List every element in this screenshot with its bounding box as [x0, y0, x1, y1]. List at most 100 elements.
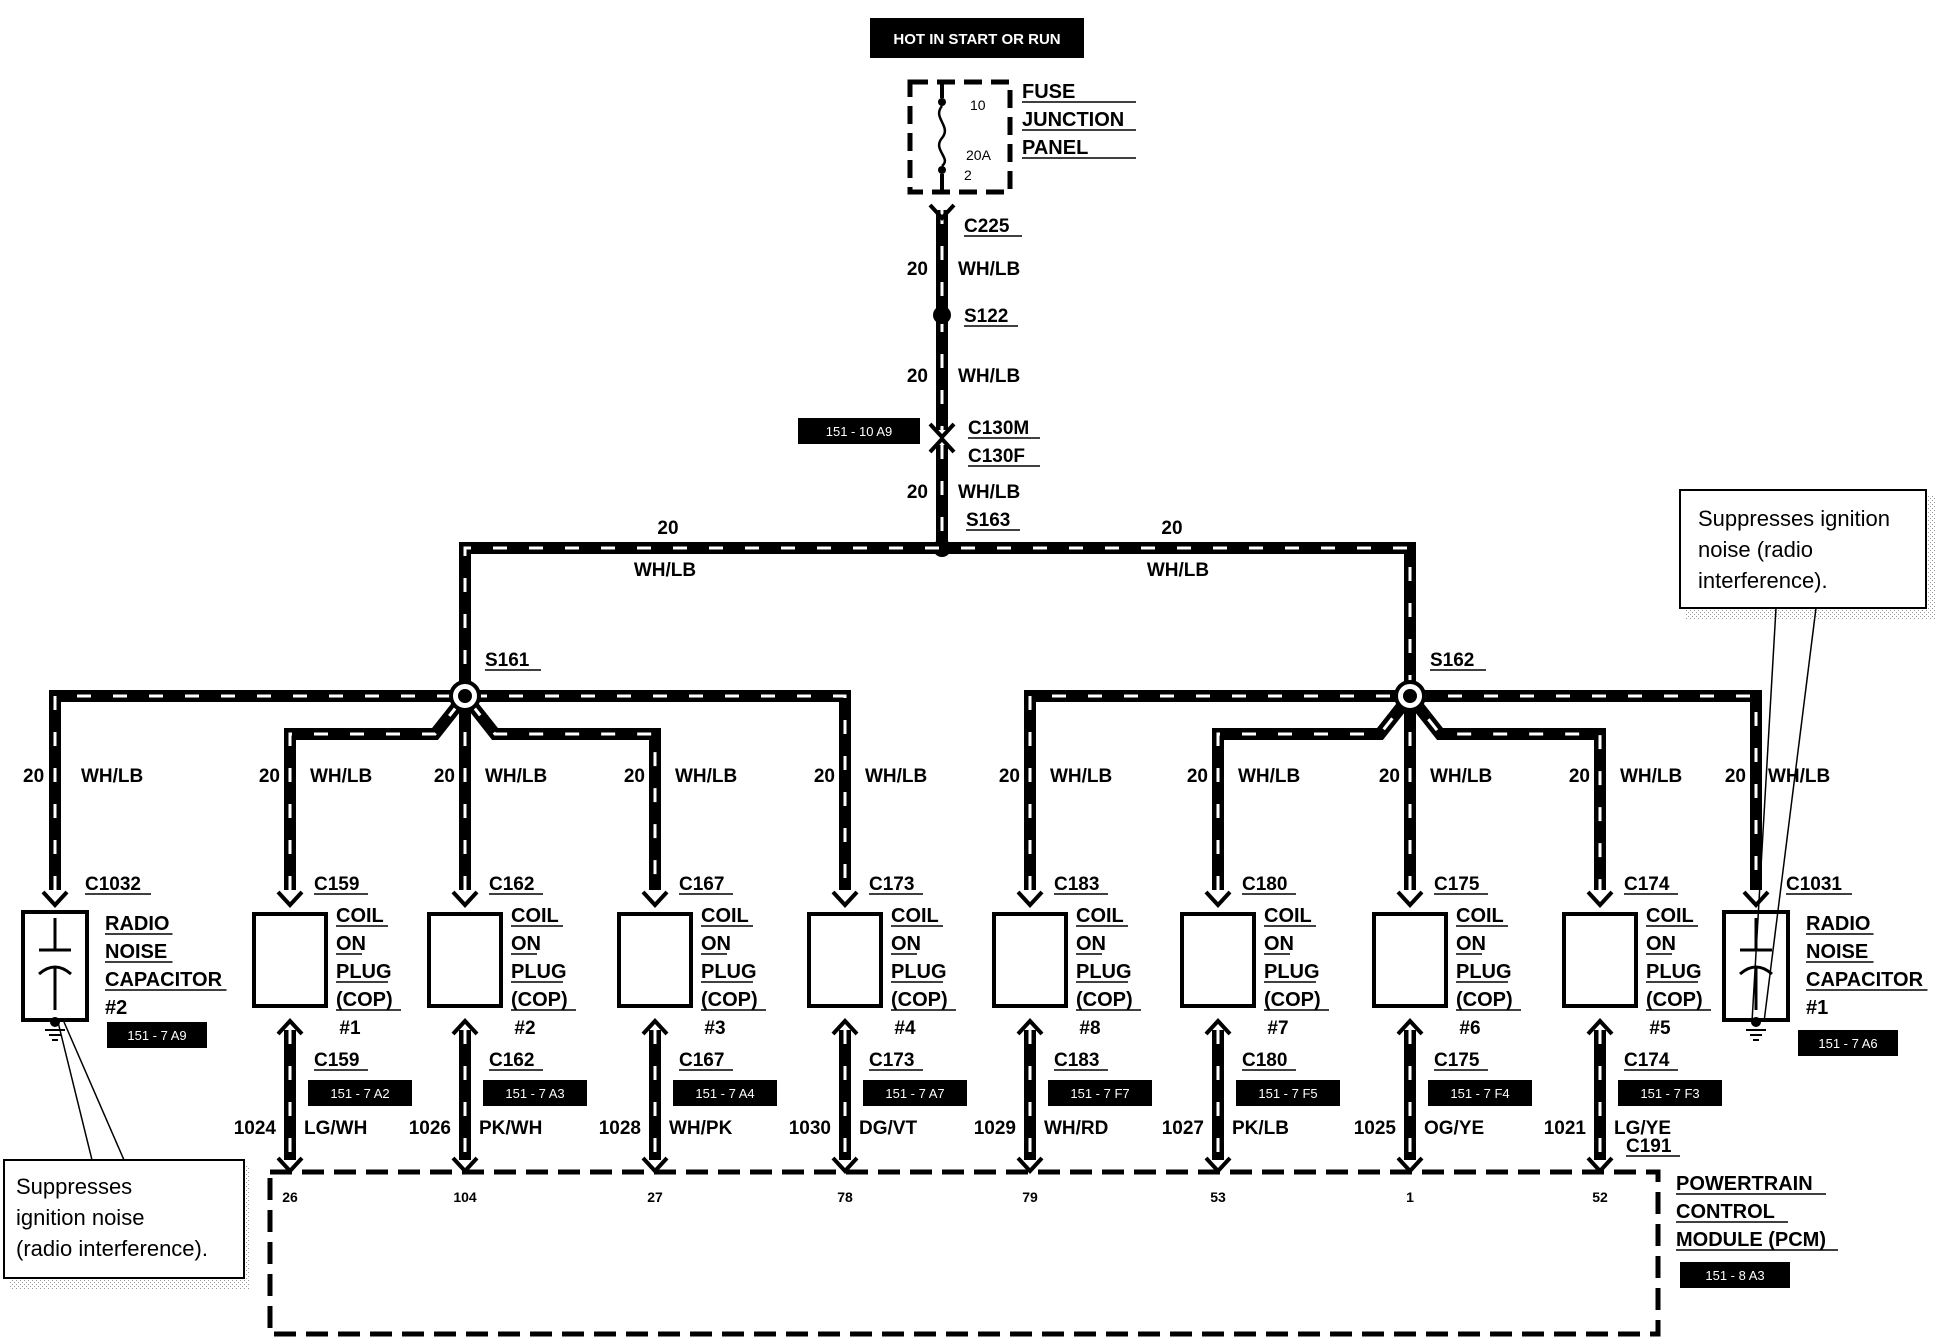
pcm-pin-number: 27 [647, 1189, 663, 1205]
coil-bottom-connector-icon [1396, 1018, 1424, 1036]
coil-number: #2 [514, 1018, 535, 1039]
coil-label-3: PLUG [511, 961, 567, 983]
coil-wire-color: OG/YE [1424, 1118, 1484, 1139]
coil-bottom-connector-icon [641, 1018, 669, 1036]
coil-top-connector-label: C167 [679, 874, 724, 895]
coil-label-1: COIL [1456, 905, 1504, 927]
coil-bottom-connector-label: C162 [489, 1050, 534, 1071]
coil-body-icon [617, 912, 693, 1008]
coil-feed-color: WH/LB [1620, 766, 1682, 787]
pcm-pin-number: 26 [282, 1189, 298, 1205]
ground-icon [1751, 1017, 1761, 1027]
coil-ref-box: 151 - 7 F4 [1428, 1080, 1532, 1106]
coil-label-1: COIL [1264, 905, 1312, 927]
svg-text:151 - 8 A3: 151 - 8 A3 [1705, 1268, 1764, 1283]
coil-number: #6 [1459, 1018, 1480, 1039]
power-source-banner: HOT IN START OR RUN [870, 18, 1084, 58]
fuse-panel-label-1: FUSE [1022, 81, 1075, 103]
coil-feed-gauge: 20 [1569, 766, 1590, 787]
coil-number: #7 [1267, 1018, 1288, 1039]
c191-label: C191 [1626, 1136, 1672, 1157]
coil-bottom-connector-label: C183 [1054, 1050, 1099, 1071]
pcm-label-2: CONTROL [1676, 1201, 1775, 1223]
coil-bottom-connector-label: C174 [1624, 1050, 1670, 1071]
coil-label-4: (COP) [336, 989, 393, 1011]
svg-text:151 - 7 F5: 151 - 7 F5 [1258, 1086, 1317, 1101]
coil-wire-color: LG/WH [304, 1118, 367, 1139]
coil-circuit-number: 1027 [1162, 1118, 1204, 1139]
coil-feed-gauge: 20 [1379, 766, 1400, 787]
coil-top-connector-label: C183 [1054, 874, 1099, 895]
coil-number: #3 [704, 1018, 725, 1039]
coil-circuit-number: 1029 [974, 1118, 1016, 1139]
callout-right: Suppresses ignition noise (radio interfe… [1679, 489, 1936, 1023]
coil-feed-gauge: 20 [259, 766, 280, 787]
right-outer-bus-tracer [1028, 694, 1758, 890]
coil-wire-color: WH/RD [1044, 1118, 1108, 1139]
coil-number: #5 [1649, 1018, 1671, 1039]
coil-label-3: PLUG [891, 961, 947, 983]
fuse-rating: 20A [966, 147, 992, 163]
svg-text:151 - 7 F3: 151 - 7 F3 [1640, 1086, 1699, 1101]
coil-label-1: COIL [1076, 905, 1124, 927]
coil-label-4: (COP) [1264, 989, 1321, 1011]
coil-label-3: PLUG [1456, 961, 1512, 983]
svg-text:151 - 7 A9: 151 - 7 A9 [127, 1028, 186, 1043]
fuse-junction-panel: 10 20A 2 FUSE JUNCTION PANEL [907, 79, 1136, 195]
callout-left-line-3: (radio interference). [16, 1236, 208, 1261]
coil-wire-color: DG/VT [859, 1118, 917, 1139]
coil-bottom-connector-icon [1204, 1018, 1232, 1036]
coil-feed-color: WH/LB [1430, 766, 1492, 787]
coil-feed-gauge: 20 [814, 766, 835, 787]
coil-ref-box: 151 - 7 F3 [1618, 1080, 1722, 1106]
coil-label-4: (COP) [1646, 989, 1703, 1011]
coil-label-1: COIL [511, 905, 559, 927]
pcm-pin-number: 104 [453, 1189, 477, 1205]
banner-text: HOT IN START OR RUN [893, 31, 1060, 48]
coil-label-2: ON [701, 933, 731, 955]
pcm-pin-connector-icon [1016, 1156, 1044, 1174]
coil-ref-box: 151 - 7 F5 [1236, 1080, 1340, 1106]
coil-ref-box: 151 - 7 F7 [1048, 1080, 1152, 1106]
coil-body-icon [252, 912, 328, 1008]
coil-label-3: PLUG [1264, 961, 1320, 983]
coil-bottom-connector-label: C159 [314, 1050, 359, 1071]
pcm-pin-connector-icon [831, 1156, 859, 1174]
left-outer-bus-tracer [53, 694, 847, 890]
capacitor-ref-box: 151 - 7 A9 [107, 1022, 207, 1048]
coil-label-1: COIL [701, 905, 749, 927]
pcm-module: C191 POWERTRAIN CONTROL MODULE (PCM) 151… [267, 1136, 1838, 1337]
coil-top-connector-icon [451, 890, 479, 908]
coil-label-4: (COP) [701, 989, 758, 1011]
s122-label: S122 [964, 306, 1008, 327]
right-branch-color: WH/LB [1147, 560, 1209, 581]
left-outer-bus [49, 690, 851, 890]
coil-body-icon [1180, 912, 1256, 1008]
coil-label-2: ON [1646, 933, 1676, 955]
coil-top-connector-icon [1396, 890, 1424, 908]
callout-right-line-3: interference). [1698, 568, 1828, 593]
coil-wire-color: LG/YE [1614, 1118, 1671, 1139]
capacitor-label-2: NOISE [105, 941, 167, 963]
capacitor-feed-color: WH/LB [1768, 766, 1830, 787]
coil-label-4: (COP) [891, 989, 948, 1011]
capacitor-feed-color: WH/LB [81, 766, 143, 787]
fuse-number: 10 [970, 97, 986, 113]
capacitor-label-4: #2 [105, 997, 127, 1019]
ground-icon [50, 1017, 60, 1027]
c130f-label: C130F [968, 446, 1025, 467]
coil-top-connector-label: C174 [1624, 874, 1670, 895]
coil-body-icon [427, 912, 503, 1008]
capacitor-connector-label: C1032 [85, 874, 141, 895]
coil-top-connector-label: C173 [869, 874, 914, 895]
left-inner-bus-tracer [288, 693, 657, 890]
s163-label: S163 [966, 510, 1010, 531]
coil-number: #1 [339, 1018, 361, 1039]
svg-text:151 - 7 A3: 151 - 7 A3 [505, 1086, 564, 1101]
svg-text:151 - 7 A2: 151 - 7 A2 [330, 1086, 389, 1101]
coil-top-connector-icon [1586, 890, 1614, 908]
